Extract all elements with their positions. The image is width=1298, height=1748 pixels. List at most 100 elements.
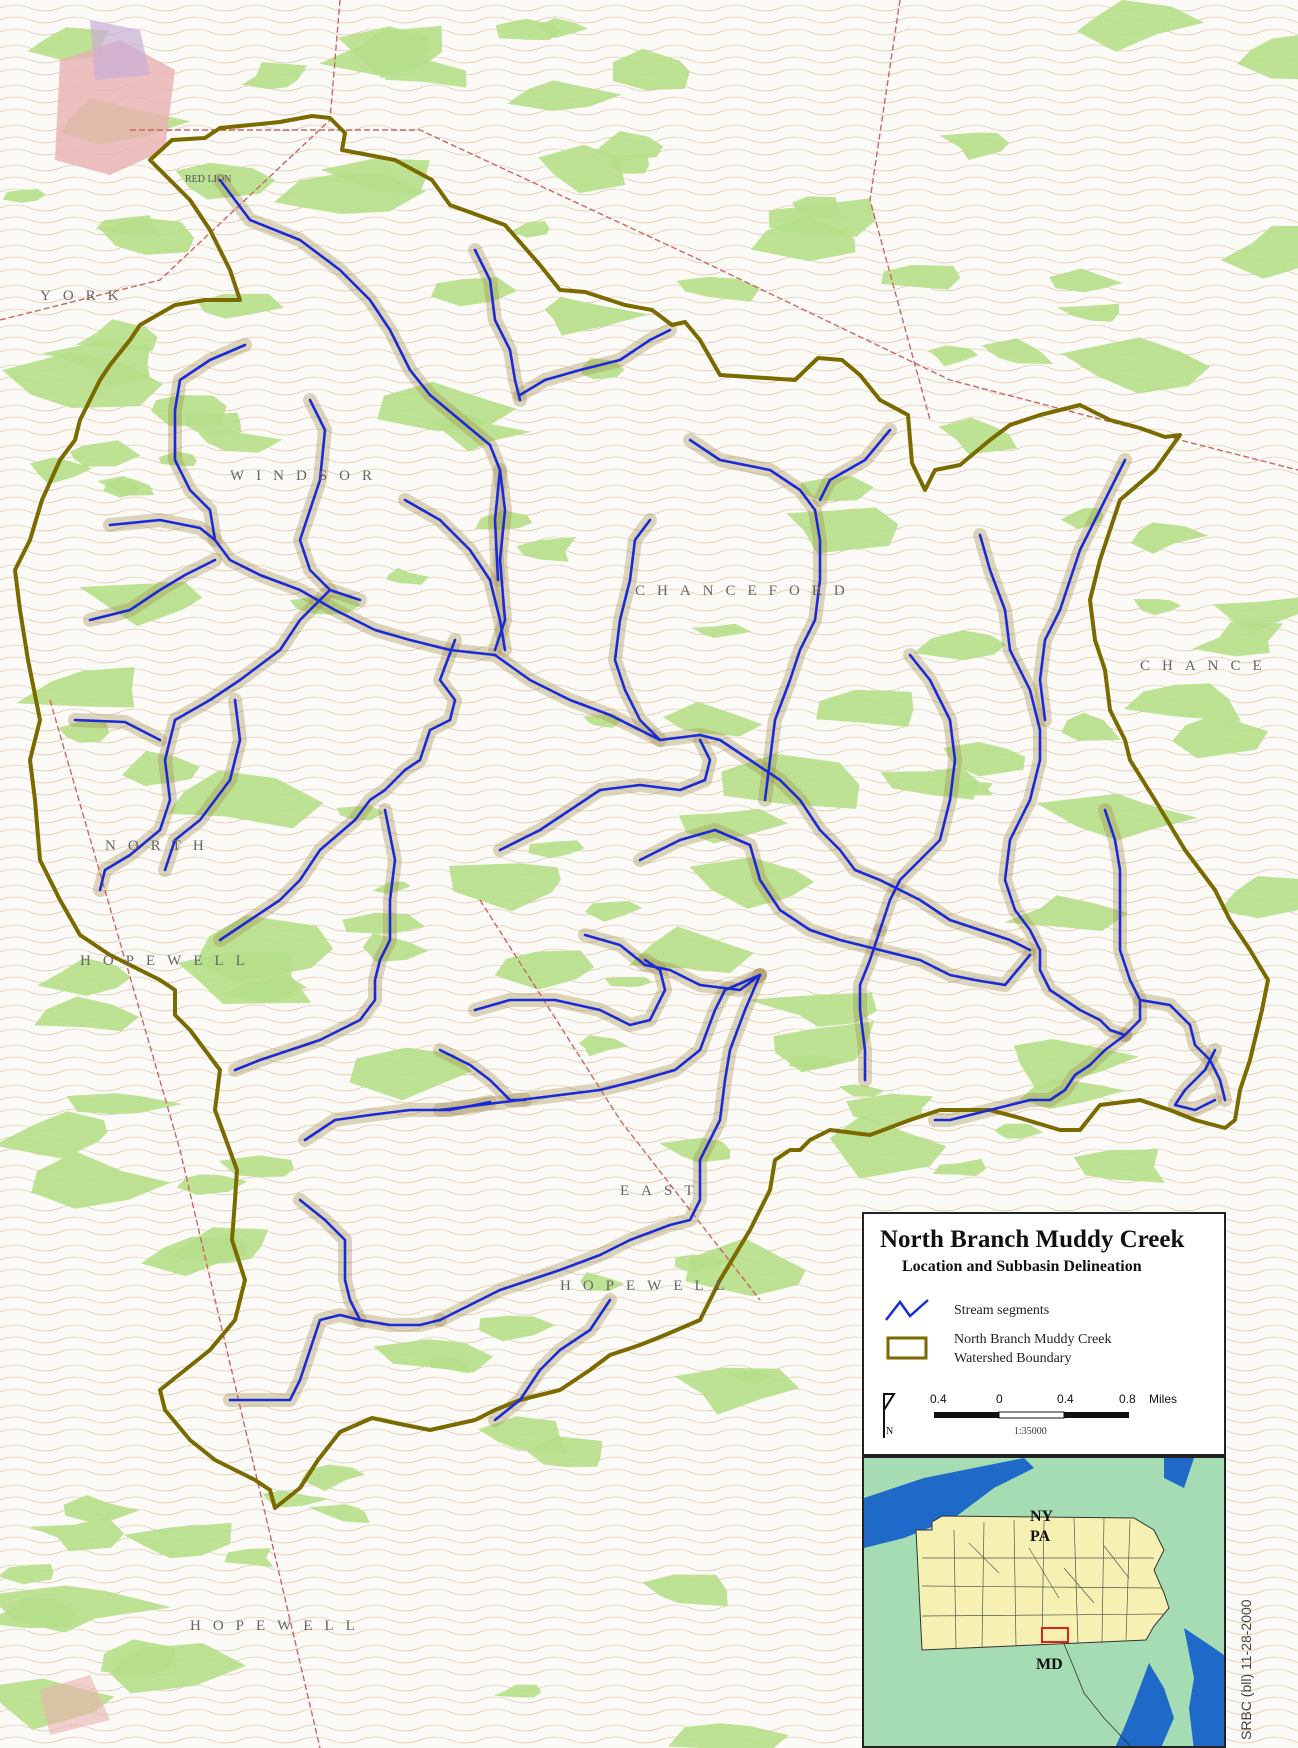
forest-patch [1172, 718, 1269, 759]
inset-locator-map[interactable]: NY PA MD [862, 1456, 1226, 1748]
forest-patch [0, 1585, 172, 1633]
forest-patch [663, 701, 763, 737]
stream-line-icon [885, 1299, 929, 1321]
legend-item-streams: Stream segments [884, 1298, 1049, 1327]
township-label-chanceford: CHANCEFORD [635, 583, 857, 599]
county-lines [921, 1517, 1165, 1649]
forest-patch [198, 429, 283, 453]
stream-segment [473, 248, 522, 402]
inset-label-pa: PA [1030, 1528, 1051, 1545]
stream-segment [638, 828, 1032, 987]
forest-patch [1123, 683, 1241, 722]
forest-patch [0, 1564, 54, 1585]
forest-patch [1061, 712, 1121, 741]
forest-patch [121, 750, 200, 786]
forest-patch [349, 1047, 473, 1101]
state-line-md [1063, 1643, 1131, 1746]
forest-patch [177, 952, 312, 1004]
forest-patch [746, 992, 877, 1027]
forest-patch [786, 507, 899, 554]
township-label-hopewell-east: HOPEWELL [560, 1278, 737, 1294]
township-label-north: NORTH [105, 838, 216, 854]
forest-patch [628, 926, 754, 974]
forest-patch [881, 265, 961, 290]
legend-label-streams: Stream segments [954, 1303, 1050, 1318]
forest-patch [955, 781, 993, 796]
stream-segment [163, 698, 242, 872]
stream-segment [613, 518, 662, 742]
forest-patch [37, 957, 132, 996]
forest-patch [96, 215, 157, 235]
forest-patch [362, 933, 429, 963]
forest-patch [1220, 876, 1298, 919]
scale-label-1: 0 [996, 1392, 1003, 1406]
stream-segment [688, 438, 822, 802]
scale-ratio: 1:35000 [1014, 1426, 1047, 1437]
forest-patch [58, 720, 110, 743]
forest-patch [16, 667, 135, 708]
legend-subtitle: Location and Subbasin Delineation [902, 1258, 1142, 1275]
forest-patch [2, 351, 163, 408]
forest-patch [431, 277, 517, 307]
forest-patch [494, 950, 595, 990]
forest-patch [676, 276, 761, 302]
stream-segment [233, 808, 397, 1072]
stream-segment [173, 343, 1032, 952]
forest-patch [1073, 1149, 1165, 1183]
inset-canvas [864, 1458, 1224, 1746]
forest-patch [171, 1227, 269, 1264]
forest-patch [642, 1574, 728, 1607]
study-area-highlight[interactable] [1041, 1627, 1069, 1643]
forest-patch [691, 623, 752, 638]
forest-patch [584, 900, 643, 922]
inset-label-md: MD [1036, 1656, 1063, 1673]
forest-patch [768, 198, 876, 237]
scale-label-0: 0.4 [930, 1392, 947, 1406]
stream-segment [498, 738, 712, 852]
stream-network[interactable] [73, 178, 1227, 1422]
legend-title: North Branch Muddy Creek [880, 1226, 1185, 1253]
map-credit: SRBC (bll) 11-28-2000 [1238, 1599, 1254, 1740]
stream-segment [218, 638, 457, 942]
forest-patch [241, 62, 308, 90]
forest-patch [1061, 337, 1211, 394]
stream-segment [298, 398, 362, 602]
stream-segment [98, 588, 332, 892]
forest-patch [721, 753, 860, 809]
township-label-east: EAST [620, 1183, 706, 1199]
forest-patch [109, 1643, 247, 1694]
scale-bar: N 0.4 0 0.4 0.8 Miles 1:35000 [864, 1374, 1228, 1454]
stream-segment [228, 1313, 362, 1402]
forest-patch [386, 567, 430, 585]
stream-segment [303, 1100, 492, 1142]
forest-patch [685, 1238, 806, 1297]
stream-segment [298, 1198, 442, 1327]
forest-patch [580, 358, 625, 380]
forest-patch [799, 476, 874, 502]
forest-patch [158, 451, 197, 467]
stream-segment [438, 973, 762, 1322]
forest-patch [495, 18, 562, 40]
forest-patch [981, 338, 1053, 364]
watershed-boundary-icon [886, 1336, 928, 1360]
stream-segment [1173, 1048, 1217, 1112]
forest-patch [30, 457, 93, 485]
forest-patch [449, 863, 561, 912]
forest-patch [301, 1464, 365, 1491]
forest-patch [1133, 599, 1182, 616]
forest-patch [678, 808, 789, 844]
stream-segment [878, 653, 957, 932]
watershed-boundary[interactable] [13, 114, 1270, 1510]
stream-segment [933, 1033, 1127, 1122]
forest-patch [939, 132, 1010, 160]
forest-patch [789, 1055, 845, 1070]
forest-patch [29, 1517, 125, 1552]
pennsylvania-state [915, 1515, 1170, 1651]
stream-segment [818, 428, 892, 502]
inset-label-ny: NY [1030, 1508, 1054, 1525]
forest-patch [604, 976, 653, 987]
